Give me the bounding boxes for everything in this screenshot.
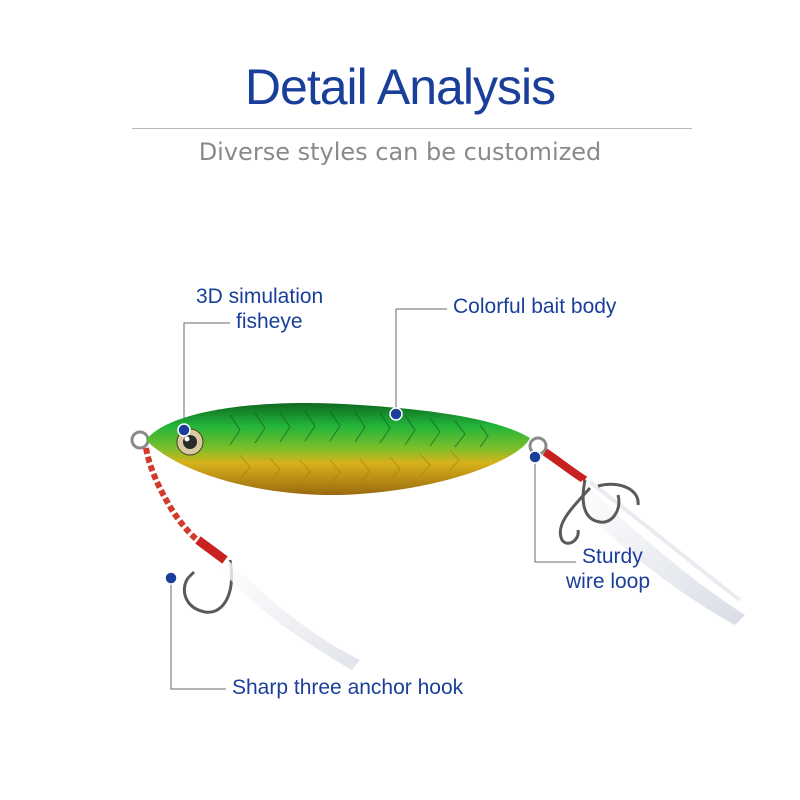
fisheye-leader bbox=[183, 322, 230, 430]
page-subtitle: Diverse styles can be customized bbox=[198, 138, 602, 166]
callout-dots bbox=[164, 407, 542, 585]
wire-loop-label-line1: Sturdy bbox=[582, 545, 643, 568]
lure-body bbox=[146, 403, 530, 496]
wire-loop-label-line2: wire loop bbox=[566, 570, 651, 593]
fisheye-label-line2: fisheye bbox=[236, 310, 303, 333]
front-hook bbox=[143, 447, 360, 670]
body-dot bbox=[389, 407, 403, 421]
title-divider bbox=[132, 128, 692, 129]
rear-hook bbox=[542, 448, 745, 625]
hook-dot bbox=[164, 571, 178, 585]
hook-label: Sharp three anchor hook bbox=[232, 676, 464, 699]
body-label: Colorful bait body bbox=[453, 295, 617, 318]
front-eyelet bbox=[130, 430, 150, 450]
body-leader bbox=[395, 308, 447, 414]
scale-pattern-lower bbox=[239, 449, 460, 485]
leader-lines bbox=[170, 308, 576, 690]
page-title: Detail Analysis bbox=[244, 59, 556, 115]
hook-leader bbox=[170, 578, 226, 690]
fisheye-label-line1: 3D simulation bbox=[196, 285, 324, 308]
loop-leader bbox=[534, 457, 576, 563]
scale-pattern bbox=[229, 410, 489, 448]
loop-dot bbox=[528, 450, 542, 464]
fisheye-dot bbox=[177, 423, 191, 437]
